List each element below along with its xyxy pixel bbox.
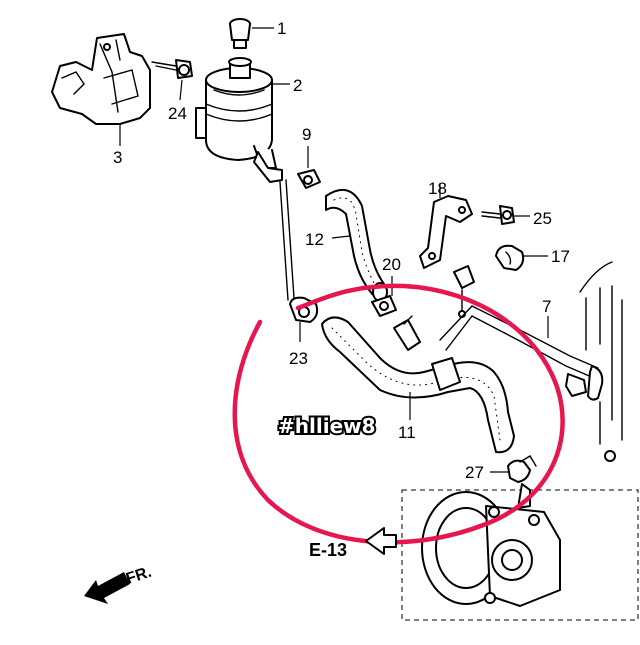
callout-12: 12: [305, 230, 324, 249]
callout-3: 3: [113, 148, 122, 167]
highlight-circle: [232, 283, 565, 545]
callout-24: 24: [168, 104, 187, 123]
callout-1: 1: [277, 19, 286, 38]
reference-label: E-13: [309, 540, 347, 560]
clamp-part-9: [297, 169, 321, 189]
power-steering-pump: [401, 483, 639, 621]
bolt-part-24: [151, 59, 193, 79]
callout-17: 17: [551, 247, 570, 266]
clamp-part-17: [495, 244, 525, 271]
bracket-part-3: [51, 33, 151, 125]
reservoir-cap-part-1: [229, 18, 251, 49]
clamp-part-20: [371, 295, 397, 317]
callout-9: 9: [302, 125, 311, 144]
front-label: FR.: [124, 564, 154, 588]
front-direction-indicator: FR.: [84, 564, 154, 604]
bracket-part-18: [419, 195, 473, 269]
callout-20: 20: [382, 255, 401, 274]
callout-18: 18: [428, 179, 447, 198]
reference-arrow: [365, 527, 397, 555]
front-arrow-icon: [84, 572, 130, 604]
clip-part-27: [507, 455, 537, 483]
callout-27: 27: [465, 463, 484, 482]
pipe-part-7: [439, 305, 604, 401]
watermark-text: #hlliew8: [278, 414, 376, 438]
reservoir-part-2: [195, 57, 277, 169]
callout-25: 25: [533, 209, 552, 228]
callout-23: 23: [289, 349, 308, 368]
callout-2: 2: [293, 76, 302, 95]
bolt-part-25: [481, 205, 515, 225]
callout-7: 7: [542, 297, 551, 316]
callout-11: 11: [398, 423, 416, 442]
hose-part-11: [321, 315, 515, 454]
engine-outline: [579, 261, 623, 462]
